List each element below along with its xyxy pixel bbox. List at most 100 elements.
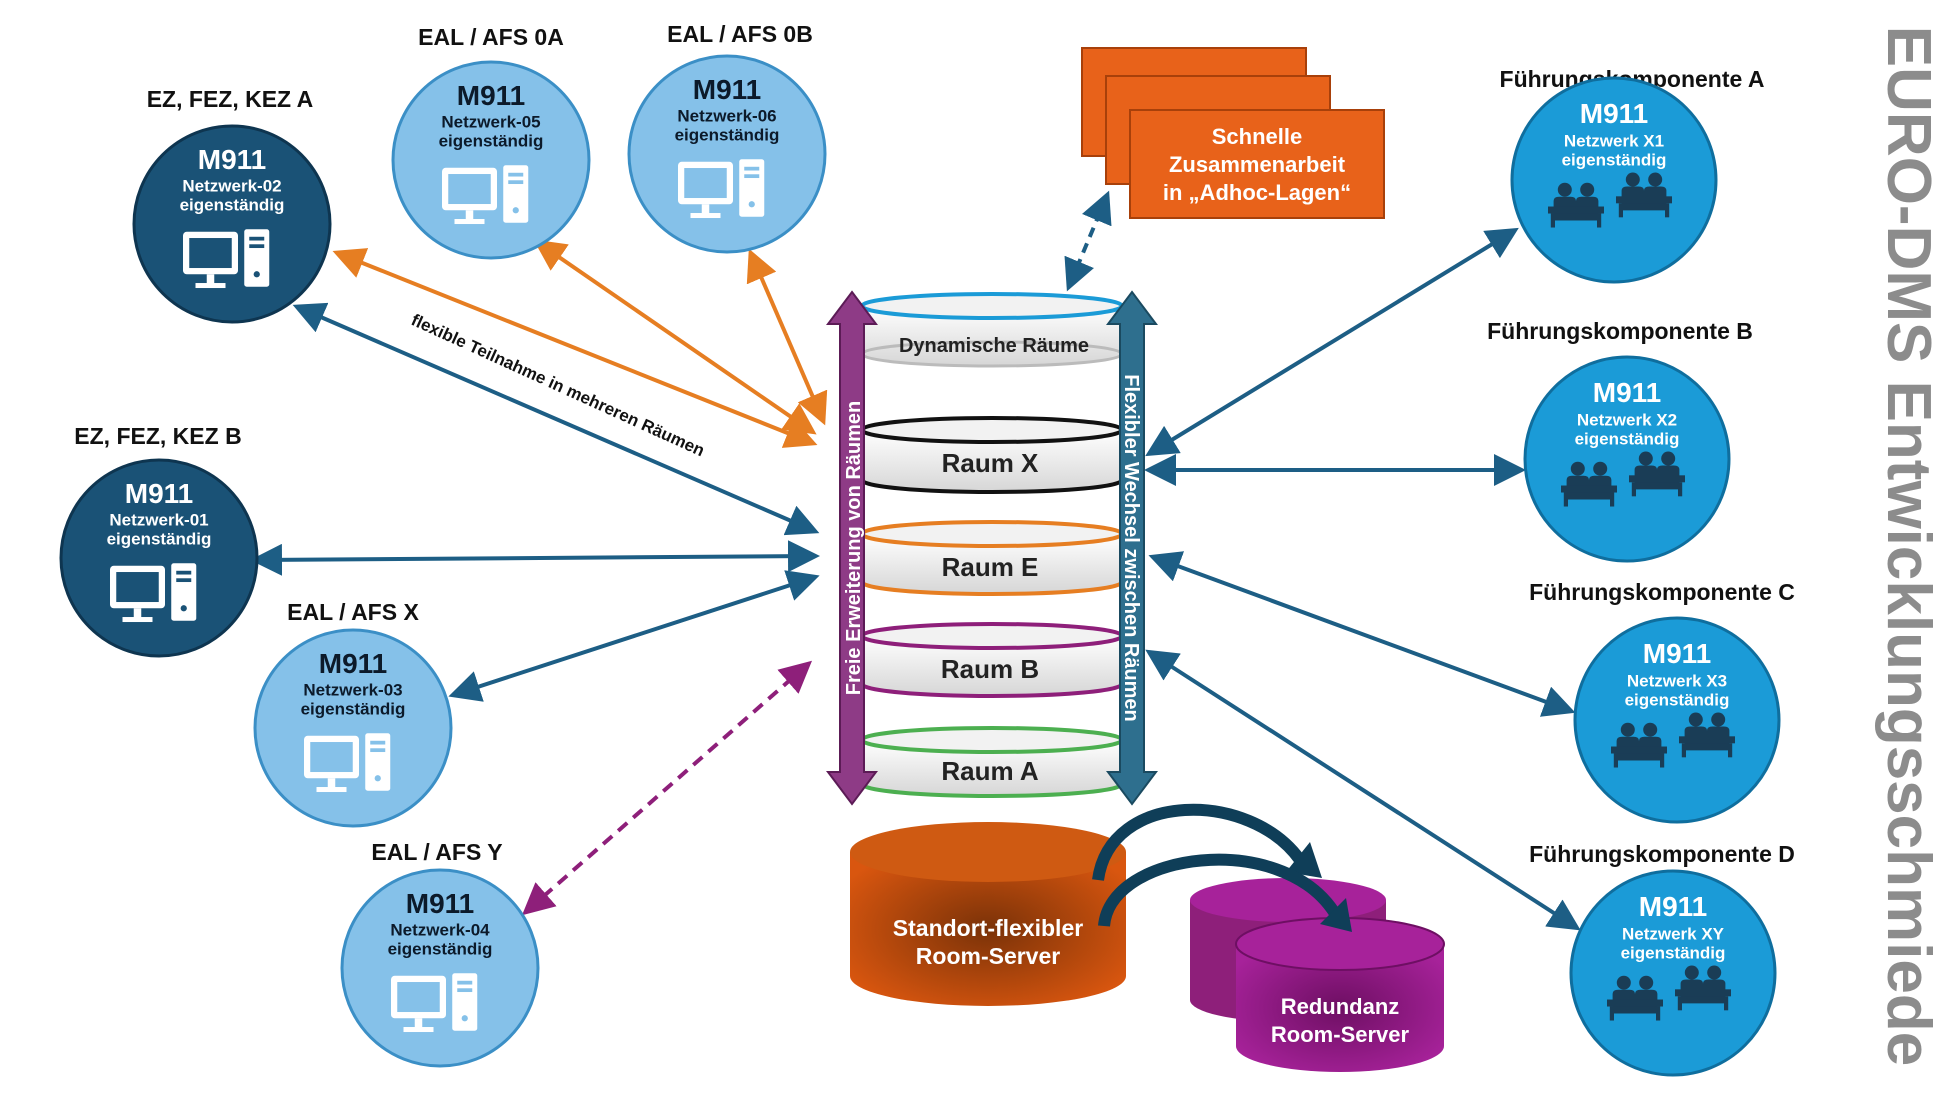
node-heading: Führungskomponente C (1529, 579, 1795, 605)
room-server-line-1: Standort-flexibler (893, 915, 1083, 941)
adhoc-line-1: Schnelle (1212, 124, 1302, 149)
node-network: Netzwerk X2 (1577, 410, 1677, 429)
node-title: M911 (457, 80, 526, 111)
arrow-netzwerk-03 (448, 570, 820, 702)
node-status: eigenständig (1625, 691, 1730, 710)
room-e[interactable]: Raum E (860, 520, 1124, 596)
room-server-line-2: Room-Server (916, 943, 1060, 969)
room-label-e: Raum E (942, 552, 1039, 582)
room-label-b: Raum B (941, 654, 1039, 684)
node-circle (1573, 616, 1781, 824)
node-circle (253, 628, 453, 828)
room-stack: Dynamische Räume Raum X Raum E Raum B (860, 292, 1124, 798)
node-circle (1569, 869, 1777, 1077)
node-status: eigenständig (1621, 944, 1726, 963)
arrow-netzwerk-04 (521, 660, 813, 916)
flex-participation-label: flexible Teilnahme in mehreren Räumen (408, 310, 707, 460)
node-status: eigenständig (107, 529, 212, 548)
arrow-adhoc (1064, 190, 1112, 292)
expand-rooms-arrow: Freie Erweiterung von Räumen (826, 290, 878, 806)
replication-arrows (1092, 803, 1352, 932)
node-status: eigenständig (1575, 430, 1680, 449)
room-label-x: Raum X (942, 448, 1039, 478)
redundancy-line-2: Room-Server (1271, 1022, 1410, 1047)
node-network: Netzwerk-05 (441, 113, 540, 132)
node-status: eigenständig (180, 195, 285, 214)
left-node-0[interactable]: EZ, FEZ, KEZ A M911Netzwerk-02eigenständi… (132, 86, 332, 324)
node-heading: EAL / AFS 0A (418, 24, 564, 50)
switch-rooms-label: Flexibler Wechsel zwischen Räumen (1120, 374, 1142, 722)
adhoc-line-3: in „Adhoc-Lagen“ (1163, 180, 1351, 205)
node-network: Netzwerk-01 (109, 511, 208, 530)
room-x[interactable]: Raum X (860, 416, 1124, 494)
node-status: eigenständig (1562, 151, 1667, 170)
redundancy-server[interactable]: Redundanz Room-Server (1190, 878, 1445, 1072)
arrow-netzwerk-x3 (1148, 551, 1576, 717)
arrow-netzwerk-01 (250, 540, 820, 576)
node-title: M911 (319, 648, 388, 679)
node-title: M911 (125, 478, 194, 509)
node-heading: EAL / AFS Y (371, 839, 502, 865)
node-circle (391, 60, 591, 260)
node-status: eigenständig (439, 131, 544, 150)
room-server[interactable]: Standort-flexibler Room-Server (850, 822, 1126, 1006)
node-network: Netzwerk-02 (182, 177, 281, 196)
node-heading: EZ, FEZ, KEZ A (147, 86, 314, 112)
node-circle (132, 124, 332, 324)
node-title: M911 (1639, 891, 1708, 922)
node-network: Netzwerk-03 (303, 681, 402, 700)
node-heading: EZ, FEZ, KEZ B (74, 423, 241, 449)
node-network: Netzwerk X3 (1627, 671, 1727, 690)
node-heading: Führungskomponente D (1529, 841, 1795, 867)
node-title: M911 (198, 144, 267, 175)
node-network: Netzwerk XY (1622, 924, 1725, 943)
node-circle (340, 868, 540, 1068)
node-network: Netzwerk-06 (677, 107, 776, 126)
node-heading: EAL / AFS X (287, 599, 419, 625)
node-network: Netzwerk-04 (390, 921, 490, 940)
node-circle (59, 458, 259, 658)
adhoc-line-2: Zusammenarbeit (1169, 152, 1346, 177)
node-circle (1523, 355, 1731, 563)
switch-rooms-arrow: Flexibler Wechsel zwischen Räumen (1106, 290, 1158, 806)
arrow-netzwerk-xy (1145, 649, 1581, 931)
node-circle (1510, 76, 1718, 284)
node-heading: Führungskomponente B (1487, 318, 1753, 344)
node-status: eigenständig (301, 699, 406, 718)
left-node-3[interactable]: EZ, FEZ, KEZ B M911Netzwerk-01eigenständi… (59, 423, 259, 658)
room-b[interactable]: Raum B (860, 622, 1124, 698)
arrow-netzwerk-06 (746, 248, 828, 426)
node-title: M911 (693, 74, 762, 105)
node-title: M911 (1580, 98, 1649, 129)
room-label-dynamic: Dynamische Räume (899, 335, 1089, 357)
arrow-netzwerk-02-orange (332, 248, 818, 448)
room-a[interactable]: Raum A (860, 726, 1124, 798)
node-circle (627, 54, 827, 254)
node-title: M911 (1643, 638, 1712, 669)
node-status: eigenständig (388, 939, 493, 958)
room-dynamic[interactable]: Dynamische Räume (860, 292, 1124, 368)
node-heading: EAL / AFS 0B (667, 21, 813, 47)
node-status: eigenständig (675, 125, 780, 144)
side-title: EURO-DMS Entwicklungsschmiede (1874, 26, 1943, 1066)
node-title: M911 (406, 888, 475, 919)
node-network: Netzwerk X1 (1564, 131, 1664, 150)
redundancy-line-1: Redundanz (1281, 994, 1400, 1019)
adhoc-cards: Schnelle Zusammenarbeit in „Adhoc-Lagen“ (1081, 47, 1385, 219)
left-connectors (250, 190, 1112, 916)
expand-rooms-label: Freie Erweiterung von Räumen (843, 401, 865, 696)
arrow-netzwerk-x1 (1145, 227, 1519, 457)
right-connectors (1144, 227, 1581, 931)
node-title: M911 (1593, 377, 1662, 408)
network-nodes: EZ, FEZ, KEZ AM911Netzwerk-02eigenständi… (59, 21, 1795, 1077)
room-label-a: Raum A (941, 756, 1038, 786)
